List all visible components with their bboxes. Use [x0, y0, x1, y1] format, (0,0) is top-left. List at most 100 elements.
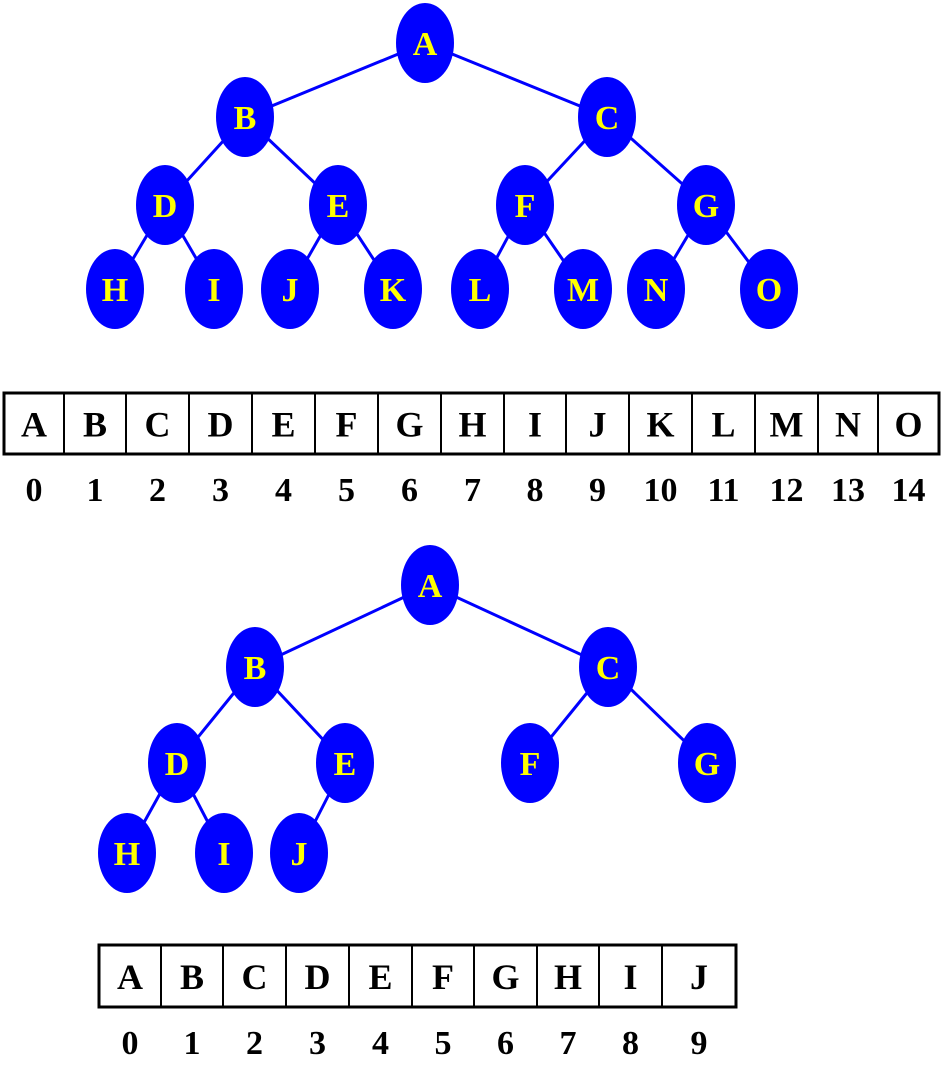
tree-node-j: J — [261, 249, 319, 329]
array-cell-11: L — [711, 405, 735, 445]
array-cell-label: I — [528, 405, 542, 445]
array-cell-label: J — [589, 405, 607, 445]
array-index-10: 10 — [644, 472, 678, 509]
tree-edge-a-b — [244, 41, 426, 119]
tree-node-c: C — [578, 77, 636, 157]
array-cell-label: F — [432, 957, 454, 997]
array-index-1: 1 — [87, 472, 104, 509]
array-index-1: 1 — [184, 1025, 201, 1062]
tree-node-label: G — [693, 188, 719, 225]
array-cell-label: O — [894, 405, 922, 445]
tree-node-label: J — [291, 836, 308, 873]
tree-node-l: L — [451, 249, 509, 329]
tree-node-b: B — [226, 627, 284, 707]
tree-node-d: D — [136, 165, 194, 245]
array-index-13: 13 — [831, 472, 865, 509]
array-cell-0: A — [21, 405, 47, 445]
tree-node-circle — [216, 77, 274, 157]
array-cell-label: A — [117, 957, 143, 997]
tree-node-label: I — [207, 272, 220, 309]
array-cell-14: O — [894, 405, 922, 445]
array-index-0: 0 — [26, 472, 43, 509]
array-cell-label: G — [395, 405, 423, 445]
array-border — [2, 391, 941, 456]
array-index-2: 2 — [149, 472, 166, 509]
tree-node-label: B — [234, 100, 257, 137]
tree-node-circle — [185, 249, 243, 329]
array-index-5: 5 — [435, 1025, 452, 1062]
array-cell-6: G — [395, 405, 423, 445]
tree-node-circle — [401, 545, 459, 625]
tree-node-circle — [740, 249, 798, 329]
array-index-5: 5 — [338, 472, 355, 509]
array-cell-label: D — [305, 957, 331, 997]
tree-node-e: E — [309, 165, 367, 245]
tree-node-circle — [677, 165, 735, 245]
tree-node-label: C — [595, 100, 620, 137]
array-index-3: 3 — [212, 472, 229, 509]
tree-node-label: F — [515, 188, 536, 225]
array-cell-label: I — [623, 957, 637, 997]
tree-node-label: A — [413, 26, 438, 63]
tree-node-circle — [554, 249, 612, 329]
array-cell-10: K — [646, 405, 674, 445]
tree-node-label: O — [756, 272, 782, 309]
tree-node-b: B — [216, 77, 274, 157]
tree-node-circle — [86, 249, 144, 329]
tree-node-e: E — [316, 723, 374, 803]
tree-node-circle — [627, 249, 685, 329]
array-index-2: 2 — [246, 1025, 263, 1062]
tree-node-circle — [396, 3, 454, 83]
array-cell-6: G — [491, 957, 519, 997]
tree-node-label: L — [469, 272, 492, 309]
array-cell-label: G — [491, 957, 519, 997]
tree-node-circle — [364, 249, 422, 329]
tree-node-a: A — [396, 3, 454, 83]
tree-node-f: F — [496, 165, 554, 245]
array-cell-label: C — [145, 405, 171, 445]
tree-edge-a-c — [424, 41, 608, 119]
tree-node-circle — [148, 723, 206, 803]
array-cell-label: E — [271, 405, 295, 445]
array-cell-2: C — [145, 405, 171, 445]
tree-node-n: N — [627, 249, 685, 329]
array-index-7: 7 — [560, 1025, 577, 1062]
array-cell-12: M — [770, 405, 804, 445]
tree-node-circle — [316, 723, 374, 803]
array-cell-label: L — [711, 405, 735, 445]
tree-node-circle — [226, 627, 284, 707]
tree-node-label: M — [567, 272, 599, 309]
tree-node-label: K — [380, 272, 407, 309]
array-cell-0: A — [117, 957, 143, 997]
tree-node-circle — [270, 813, 328, 893]
tree-node-circle — [579, 627, 637, 707]
array-cell-9: J — [589, 405, 607, 445]
tree-node-f: F — [501, 723, 559, 803]
array-cell-label: C — [242, 957, 268, 997]
tree-node-g: G — [677, 165, 735, 245]
tree-node-circle — [98, 813, 156, 893]
tree-node-j: J — [270, 813, 328, 893]
tree-node-h: H — [86, 249, 144, 329]
array-border — [97, 943, 738, 1009]
array-cell-label: A — [21, 405, 47, 445]
tree-node-label: D — [165, 746, 190, 783]
tree-edge-a-b — [254, 583, 431, 669]
array-index-6: 6 — [497, 1025, 514, 1062]
array-cell-label: B — [83, 405, 107, 445]
tree-node-circle — [261, 249, 319, 329]
tree-node-label: H — [114, 836, 140, 873]
array-cell-7: H — [458, 405, 486, 445]
array-cell-label: J — [690, 957, 708, 997]
tree-node-i: I — [195, 813, 253, 893]
array-cell-label: H — [554, 957, 582, 997]
array-cell-9: J — [690, 957, 708, 997]
tree-node-label: J — [282, 272, 299, 309]
array-index-12: 12 — [770, 472, 804, 509]
tree-node-m: M — [554, 249, 612, 329]
array-cell-4: E — [271, 405, 295, 445]
